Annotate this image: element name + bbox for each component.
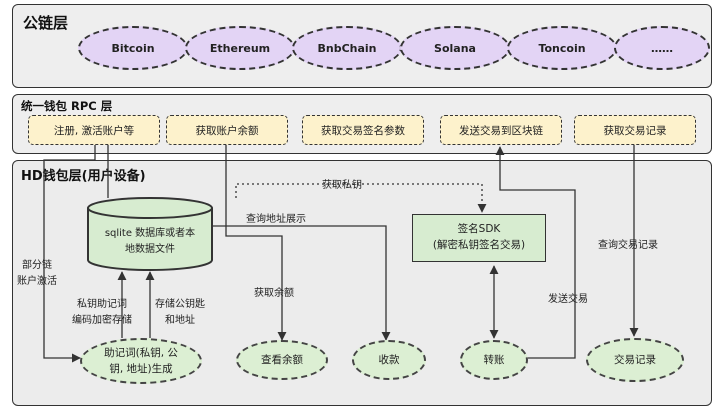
edge-query-address [212,225,391,341]
label-get-balance: 获取余额 [254,288,294,299]
label-query-address: 查询地址展示 [246,214,306,225]
label-send-tx: 发送交易 [548,294,588,305]
database-label: sqlite 数据库或者本 地数据文件 [92,226,208,257]
rpc-register-activate: 注册, 激活账户等 [28,115,160,145]
chain-bitcoin: Bitcoin [78,26,188,70]
edge-send-tx [495,146,576,359]
label-query-records: 查询交易记录 [598,240,658,251]
chain-toncoin: Toncoin [507,26,617,70]
rpc-get-balance: 获取账户余额 [166,115,288,145]
label-partial-activation-line2: 账户激活 [17,275,57,287]
label-encrypt-store-line1: 私钥助记词 [77,299,127,310]
public-chain-layer-title: 公链层 [23,14,69,32]
database-label-line2: 地数据文件 [125,243,175,255]
label-store-pubkey: 存储公钥匙 和地址 [155,297,205,328]
rpc-layer-title: 统一钱包 RPC 层 [21,99,113,113]
edge-get-privkey [235,183,487,213]
rpc-send-transaction: 发送交易到区块链 [440,115,562,145]
label-encrypt-store: 私钥助记词 编码加密存储 [72,297,132,328]
label-store-pubkey-line2: 和地址 [165,314,195,326]
hd-wallet-layer-title: HD钱包层(用户设备) [21,169,146,184]
op-transaction-records: 交易记录 [586,338,684,382]
op-mnemonic-line1: 助记词(私钥, 公 [104,346,178,359]
op-view-balance: 查看余额 [236,340,328,380]
rpc-get-records: 获取交易记录 [574,115,696,145]
edge-get-balance [225,145,287,341]
label-get-privkey: 获取私钥 [322,180,362,191]
op-mnemonic-generate: 助记词(私钥, 公 钥, 地址)生成 [80,338,202,384]
chain-more: …… [614,26,710,70]
label-store-pubkey-line1: 存储公钥匙 [155,299,205,310]
sdk-title: 签名SDK [457,223,501,236]
op-receive: 收款 [352,340,426,380]
rpc-get-sign-params: 获取交易签名参数 [302,115,424,145]
signing-sdk-box: 签名SDK (解密私钥签名交易) [412,214,546,262]
sdk-subtitle: (解密私钥签名交易) [432,239,526,251]
label-partial-activation: 部分链 账户激活 [17,258,57,289]
chain-solana: Solana [400,26,510,70]
op-transfer: 转账 [460,340,528,380]
database-label-line1: sqlite 数据库或者本 [104,228,196,239]
op-mnemonic-line2: 钥, 地址)生成 [109,363,173,375]
database-cylinder [87,197,213,271]
chain-ethereum: Ethereum [185,26,295,70]
label-encrypt-store-line2: 编码加密存储 [72,314,132,326]
edge-partial-activation [43,145,96,363]
label-partial-activation-line1: 部分链 [22,260,52,271]
